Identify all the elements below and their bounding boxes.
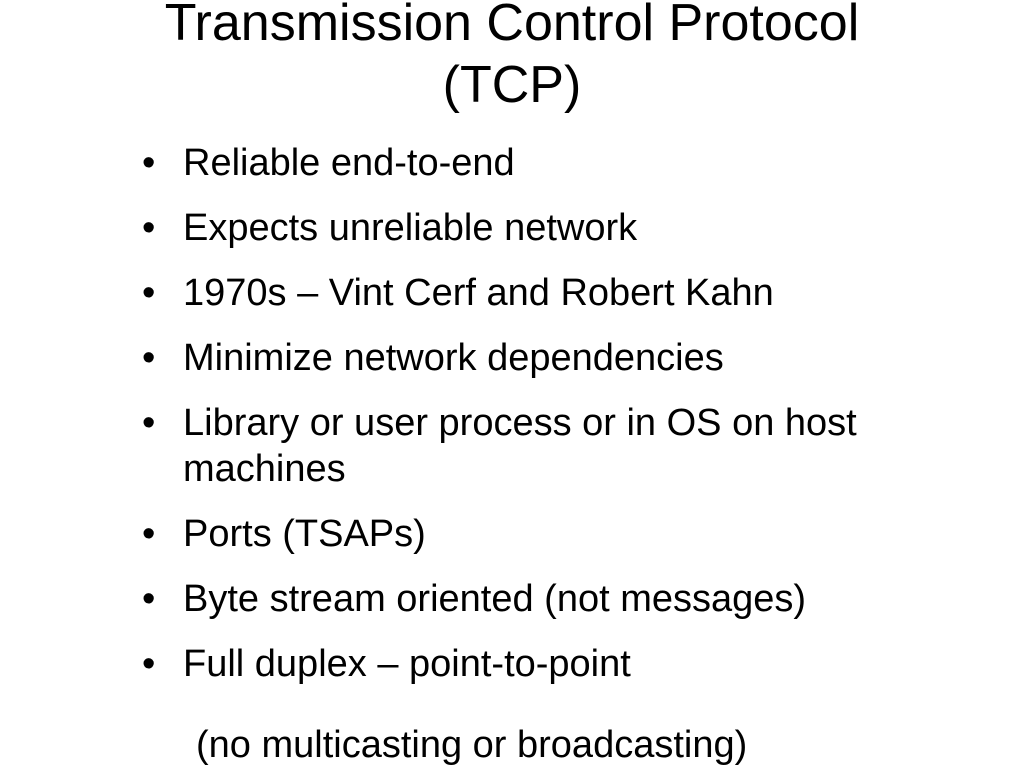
bullet-item: • 1970s – Vint Cerf and Robert Kahn (142, 270, 1012, 316)
bullet-item: • Minimize network dependencies (142, 335, 1012, 381)
bullet-text: Expects unreliable network (183, 207, 638, 249)
slide-title: Transmission Control Protocol (TCP) (0, 0, 1024, 116)
bullet-text: Reliable end-to-end (183, 142, 515, 184)
bullet-marker: • (142, 578, 156, 620)
bullet-text: Full duplex – point-to-point (183, 643, 631, 685)
bullet-text: Library or user process or in OS on host… (183, 402, 857, 490)
bullet-marker: • (142, 272, 156, 314)
slide-title-line-1: Transmission Control Protocol (164, 0, 860, 52)
bullet-text: Byte stream oriented (not messages) (183, 578, 807, 620)
bullet-item: • Expects unreliable network (142, 205, 1012, 251)
bullet-text: Ports (TSAPs) (183, 513, 426, 555)
bullet-text: Minimize network dependencies (183, 337, 724, 379)
bullet-marker: • (142, 643, 156, 685)
bullet-item: • Full duplex – point-to-point (142, 641, 1012, 687)
bullet-continuation: (no multicasting or broadcasting) (196, 724, 748, 766)
bullet-item: • Library or user process or in OS on ho… (142, 400, 1012, 492)
bullet-marker: • (142, 402, 156, 444)
bullet-item: • Reliable end-to-end (142, 140, 1012, 186)
bullet-marker: • (142, 207, 156, 249)
bullet-item: • Byte stream oriented (not messages) (142, 576, 1012, 622)
bullet-marker: • (142, 337, 156, 379)
bullet-text: 1970s – Vint Cerf and Robert Kahn (183, 272, 774, 314)
bullet-item: • Ports (TSAPs) (142, 511, 1012, 557)
bullet-marker: • (142, 513, 156, 555)
bullet-list: • Reliable end-to-end • Expects unreliab… (142, 140, 1012, 706)
slide-title-line-2: (TCP) (442, 56, 582, 114)
bullet-marker: • (142, 142, 156, 184)
